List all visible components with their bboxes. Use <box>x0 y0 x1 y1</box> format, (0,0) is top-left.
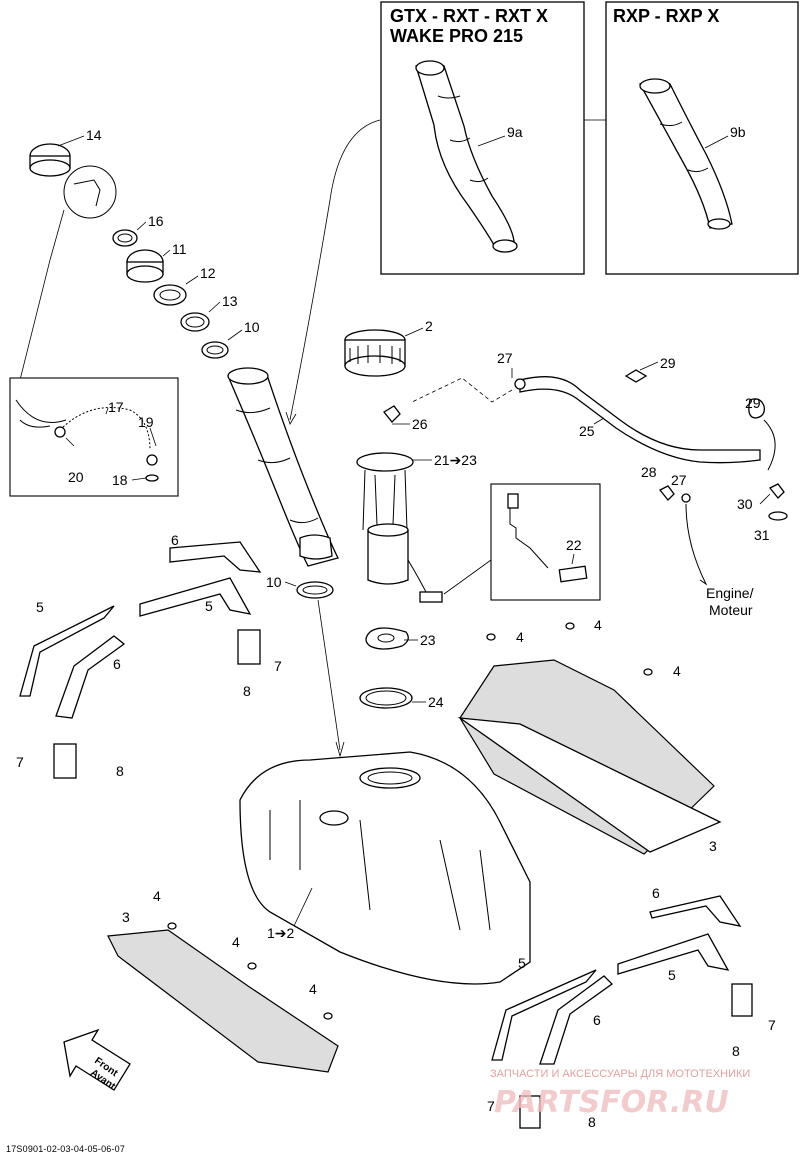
callout-20: 20 <box>68 469 84 485</box>
callout-16: 16 <box>148 213 164 229</box>
callout-5-d: 5 <box>518 955 526 971</box>
callout-8-c: 8 <box>732 1043 740 1059</box>
filler-cap-assembly: 14 <box>19 127 117 381</box>
callout-2: 2 <box>425 318 433 334</box>
callout-6-d: 6 <box>593 1012 601 1028</box>
callout-12: 12 <box>200 265 216 281</box>
callout-18: 18 <box>112 472 128 488</box>
callout-23: 23 <box>420 632 436 648</box>
filler-neck-parts: 16 11 12 13 10 <box>112 213 260 359</box>
callout-7-c: 7 <box>768 1017 776 1033</box>
callout-1-2: 1➔2 <box>267 925 295 941</box>
callout-24: 24 <box>428 694 444 710</box>
callout-8-a: 8 <box>243 683 251 699</box>
vent-hose-assembly: 27 29 25 29 28 27 30 31 Engine/ Moteur <box>411 350 788 618</box>
callout-4-d: 4 <box>153 888 161 904</box>
callout-8-d: 8 <box>588 1114 596 1130</box>
callout-10-top: 10 <box>244 319 260 335</box>
callout-8-b: 8 <box>116 763 124 779</box>
tether-detail-box: 17 19 20 18 <box>9 377 179 497</box>
callout-25: 25 <box>579 423 595 439</box>
callout-21-23: 21➔23 <box>434 452 477 468</box>
callout-27-top: 27 <box>497 350 513 366</box>
engine-label-en: Engine/ <box>706 585 754 601</box>
drawing-reference-number: 17S0901-02-03-04-05-06-07 <box>6 1144 126 1154</box>
callout-11: 11 <box>172 241 187 257</box>
callout-4-f: 4 <box>309 981 317 997</box>
level-sender-detail-box: 22 <box>443 483 601 601</box>
callout-3-upper: 3 <box>709 838 717 854</box>
front-direction-arrow: Front Avant <box>63 1028 131 1093</box>
callout-14: 14 <box>86 127 102 143</box>
callout-6-b: 6 <box>113 656 121 672</box>
callout-30: 30 <box>737 496 753 512</box>
callout-4-a: 4 <box>516 629 524 645</box>
variant-box-rxp-title: RXP - RXP X <box>613 6 719 26</box>
watermark: ЗАПЧАСТИ И АКСЕССУАРЫ ДЛЯ МОТОТЕХНИКИ PA… <box>490 1068 750 1120</box>
callout-4-b: 4 <box>594 617 602 633</box>
callout-6-a: 6 <box>171 532 179 548</box>
fuel-tank: 1➔2 <box>239 751 531 985</box>
callout-9b: 9b <box>730 124 746 140</box>
callout-19: 19 <box>138 414 154 430</box>
callout-26: 26 <box>412 416 428 432</box>
filler-hose: 10 <box>227 119 381 758</box>
callout-9a: 9a <box>507 124 523 140</box>
callout-17: 17 <box>108 399 124 415</box>
callout-29-top: 29 <box>660 355 676 371</box>
callout-13: 13 <box>222 293 238 309</box>
callout-7-b: 7 <box>16 754 24 770</box>
variant-box-gtx: GTX - RXT - RXT X WAKE PRO 215 9a <box>380 1 585 275</box>
watermark-text: ЗАПЧАСТИ И АКСЕССУАРЫ ДЛЯ МОТОТЕХНИКИ <box>490 1068 750 1080</box>
strap-set-upper-left: 6 5 5 6 7 8 7 8 <box>16 532 282 779</box>
callout-4-c: 4 <box>673 663 681 679</box>
fuel-pump-assembly: 2 26 21➔23 23 24 <box>344 318 477 710</box>
callout-28: 28 <box>641 464 657 480</box>
callout-10-bottom: 10 <box>266 574 282 590</box>
variant-box-rxp: RXP - RXP X 9b <box>605 1 799 275</box>
callout-4-e: 4 <box>232 934 240 950</box>
callout-22: 22 <box>566 537 582 553</box>
watermark-logo: PARTSFOR.RU <box>494 1085 729 1120</box>
tank-cover-upper: 3 4 4 4 <box>457 617 722 855</box>
callout-5-c: 5 <box>668 967 676 983</box>
callout-31: 31 <box>754 527 770 543</box>
callout-7-a: 7 <box>274 658 282 674</box>
callout-7-d: 7 <box>487 1098 495 1114</box>
tank-cover-lower: 3 4 4 4 <box>107 888 339 1073</box>
callout-29-right: 29 <box>745 395 761 411</box>
callout-5-b: 5 <box>36 599 44 615</box>
callout-5-a: 5 <box>205 598 213 614</box>
strap-set-lower-right: 6 5 5 6 7 8 7 8 <box>487 885 776 1130</box>
callout-6-c: 6 <box>652 885 660 901</box>
callout-3-lower: 3 <box>122 909 130 925</box>
variant-box-gtx-title-1: GTX - RXT - RXT X <box>390 6 548 26</box>
callout-27-bottom: 27 <box>671 472 687 488</box>
engine-label-fr: Moteur <box>709 602 753 618</box>
variant-box-gtx-title-2: WAKE PRO 215 <box>390 26 523 46</box>
